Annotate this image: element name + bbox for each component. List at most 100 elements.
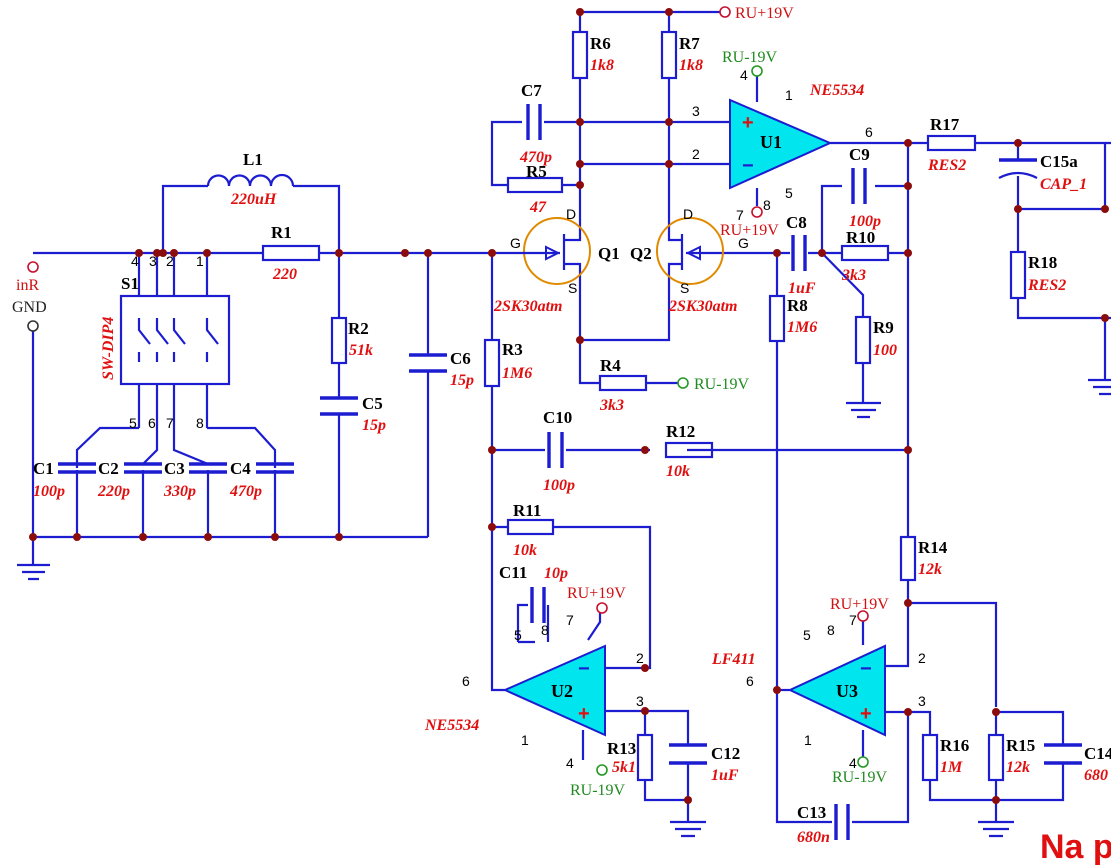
- q2-ref: Q2: [630, 244, 652, 263]
- u1-ru-neg-label: RU-19V: [722, 49, 778, 66]
- s1-dip-switch[interactable]: [119, 294, 231, 386]
- q1-g-pin: G: [510, 235, 521, 251]
- s1-bottom-pins: [137, 384, 209, 428]
- r7-value: 1k8: [679, 57, 703, 74]
- u3-pin-1: 1: [804, 732, 812, 748]
- r3-column-wire: [490, 253, 505, 692]
- r10-ref: R10: [846, 228, 875, 247]
- r18-body[interactable]: [1009, 250, 1027, 300]
- u2-pin-5: 5: [514, 627, 522, 643]
- r9-body[interactable]: [854, 315, 872, 365]
- q2-jfet[interactable]: [656, 217, 724, 285]
- r8-c13-wire: [775, 253, 910, 824]
- s1-top-pins: [137, 253, 209, 296]
- r4-body[interactable]: [598, 374, 648, 392]
- r15-body[interactable]: [987, 733, 1005, 782]
- u3-plus-icon: +: [860, 703, 872, 725]
- u2-value: NE5534: [424, 717, 479, 734]
- gnd-r9-icon: [846, 401, 881, 419]
- s1-pin-4: 4: [131, 253, 139, 269]
- inr-terminal[interactable]: [27, 261, 39, 273]
- q2-d-pin: D: [683, 206, 693, 222]
- c12-ref: C12: [711, 744, 740, 763]
- gnd-label: GND: [12, 299, 47, 316]
- r16-body[interactable]: [921, 733, 939, 782]
- c15a-plate-b[interactable]: [998, 171, 1038, 179]
- u1-ru-pos-terminal[interactable]: [751, 206, 763, 218]
- u1-ru-neg-terminal[interactable]: [751, 65, 763, 77]
- r2-body[interactable]: [330, 316, 348, 365]
- r14-body[interactable]: [899, 535, 917, 582]
- u3-minus-icon: −: [860, 658, 872, 680]
- junction-dots: [29, 8, 1109, 804]
- r5-ref: R5: [526, 162, 547, 181]
- gnd-terminal[interactable]: [27, 320, 39, 332]
- u1-value: NE5534: [809, 82, 864, 99]
- u2-opamp[interactable]: − +: [502, 644, 606, 737]
- ru-pos-top-label: RU+19V: [735, 5, 794, 22]
- r9-wire: [821, 252, 865, 403]
- r3-body[interactable]: [483, 338, 501, 388]
- r10-value: 3k3: [841, 267, 866, 284]
- s1-pin-8: 8: [196, 415, 204, 431]
- r17-body[interactable]: [926, 134, 977, 152]
- c9-ref: C9: [849, 145, 870, 164]
- c4-ref: C4: [230, 459, 251, 478]
- r4-value: 3k3: [599, 397, 624, 414]
- u3-opamp[interactable]: − +: [787, 644, 886, 737]
- u2-pin-4: 4: [566, 755, 574, 771]
- u3-value: LF411: [711, 651, 756, 668]
- r9-ref: R9: [873, 318, 894, 337]
- r13-body[interactable]: [636, 733, 654, 782]
- r4-ref: R4: [600, 356, 621, 375]
- u3-ru-neg-terminal[interactable]: [857, 756, 869, 768]
- r16-value: 1M: [940, 759, 963, 776]
- ru-neg-r4-terminal[interactable]: [677, 377, 689, 389]
- q2-s-pin: S: [680, 280, 689, 296]
- s1-pin-5: 5: [129, 415, 137, 431]
- u2-ref: U2: [551, 681, 573, 701]
- r14-value: 12k: [918, 561, 942, 578]
- u2-ru-neg-terminal[interactable]: [596, 764, 608, 776]
- gnd-left-icon: [17, 563, 50, 581]
- r8-value: 1M6: [787, 319, 817, 336]
- r7-body[interactable]: [660, 30, 678, 80]
- r12-body[interactable]: [664, 441, 714, 459]
- q1-d-pin: D: [566, 206, 576, 222]
- u2-power-wire: [581, 610, 602, 760]
- l1-coil[interactable]: [206, 173, 295, 187]
- s1-contact-1: [137, 318, 151, 362]
- u3-ru-neg-label: RU-19V: [832, 769, 888, 786]
- resistors: [261, 30, 1027, 782]
- ground-symbols: [17, 378, 1111, 838]
- u1-ref: U1: [760, 132, 782, 152]
- u1-opamp[interactable]: + −: [729, 98, 833, 190]
- u2-pin-1: 1: [521, 732, 529, 748]
- u3-ru-pos-terminal[interactable]: [857, 610, 869, 622]
- r8-ref: R8: [787, 296, 808, 315]
- c1-value: 100p: [33, 483, 65, 500]
- gnd-u2-icon: [670, 820, 706, 838]
- u1-pin-7: 7: [736, 207, 744, 223]
- u1-pin-2: 2: [692, 146, 700, 162]
- c13-ref: C13: [797, 803, 826, 822]
- r8-body[interactable]: [768, 294, 786, 343]
- cap-bank-drops: [75, 470, 277, 537]
- q1-leads: [520, 233, 582, 270]
- q1-jfet[interactable]: [520, 217, 591, 285]
- gnd-u3-icon: [978, 820, 1014, 838]
- u2-ru-pos-terminal[interactable]: [596, 602, 608, 614]
- r11-body[interactable]: [506, 518, 555, 536]
- r15-value: 12k: [1006, 759, 1030, 776]
- r6-body[interactable]: [571, 30, 589, 80]
- r18-ref: R18: [1028, 253, 1057, 272]
- r9-value: 100: [873, 342, 897, 359]
- ru-pos-top-terminal[interactable]: [719, 6, 731, 18]
- r10-body[interactable]: [840, 244, 890, 262]
- r5-body[interactable]: [506, 176, 564, 194]
- r18-value: RES2: [1027, 277, 1066, 294]
- r1-body[interactable]: [261, 244, 321, 262]
- r3-ref: R3: [502, 340, 523, 359]
- u2-ru-neg-label: RU-19V: [570, 782, 626, 799]
- s1-body[interactable]: [119, 294, 231, 386]
